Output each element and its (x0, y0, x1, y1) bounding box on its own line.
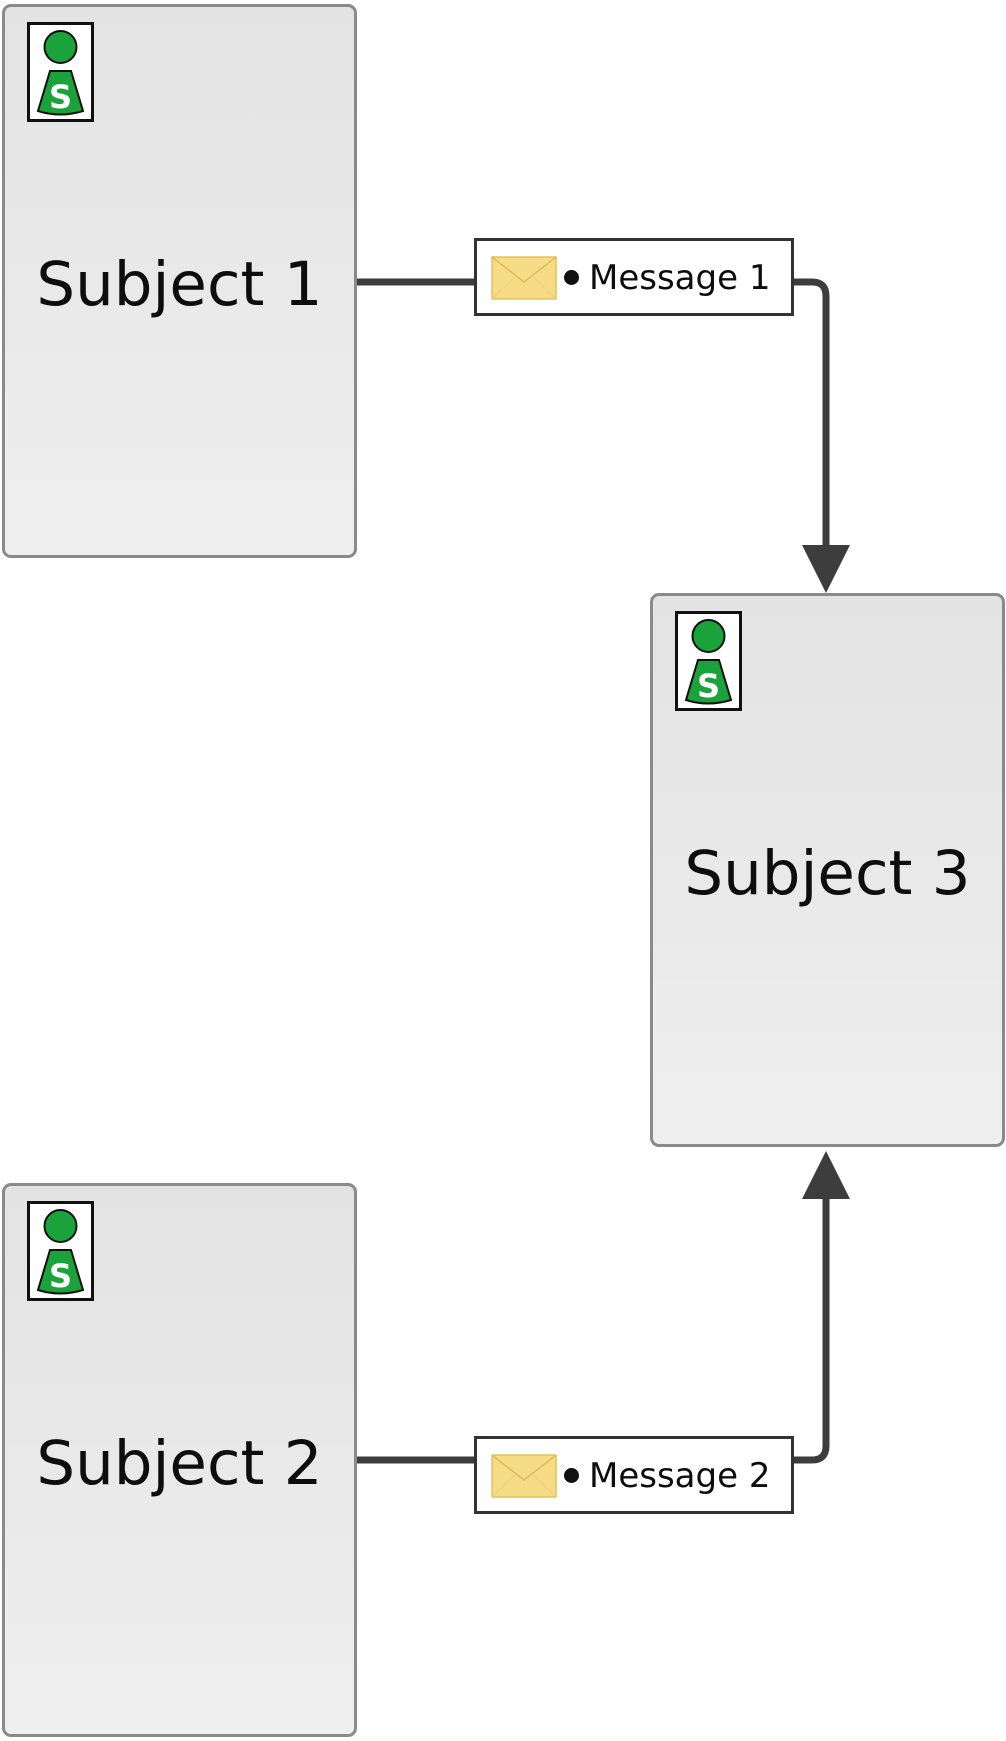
message-label: Message 1 (589, 258, 771, 298)
subject-pawn-icon: S (675, 611, 742, 711)
subject-label: Subject 3 (684, 838, 971, 909)
arrowhead-into-subject-3-top (802, 545, 850, 593)
envelope-icon (491, 1454, 557, 1498)
message-box-2[interactable]: Message 2 (474, 1436, 794, 1514)
message-bullet (564, 270, 579, 285)
arrowhead-into-subject-3-bottom (802, 1151, 850, 1199)
message-label: Message 2 (589, 1456, 771, 1496)
subject-label: Subject 1 (36, 249, 323, 320)
subject-pawn-icon: S (27, 1201, 94, 1301)
subject-label: Subject 2 (36, 1428, 323, 1499)
message-box-1[interactable]: Message 1 (474, 238, 794, 316)
subject-pawn-icon: S (27, 22, 94, 122)
subject-box-3[interactable]: S Subject 3 (650, 593, 1005, 1147)
subject-pawn-letter: S (49, 1257, 72, 1295)
subject-box-1[interactable]: S Subject 1 (2, 4, 357, 558)
subject-box-2[interactable]: S Subject 2 (2, 1183, 357, 1737)
subject-pawn-letter: S (697, 667, 720, 705)
connector-message-2-to-subject-3 (792, 1195, 830, 1464)
envelope-icon (491, 256, 557, 300)
subject-pawn-letter: S (49, 78, 72, 116)
message-bullet (564, 1468, 579, 1483)
connector-message-1-to-subject-3 (792, 278, 830, 552)
